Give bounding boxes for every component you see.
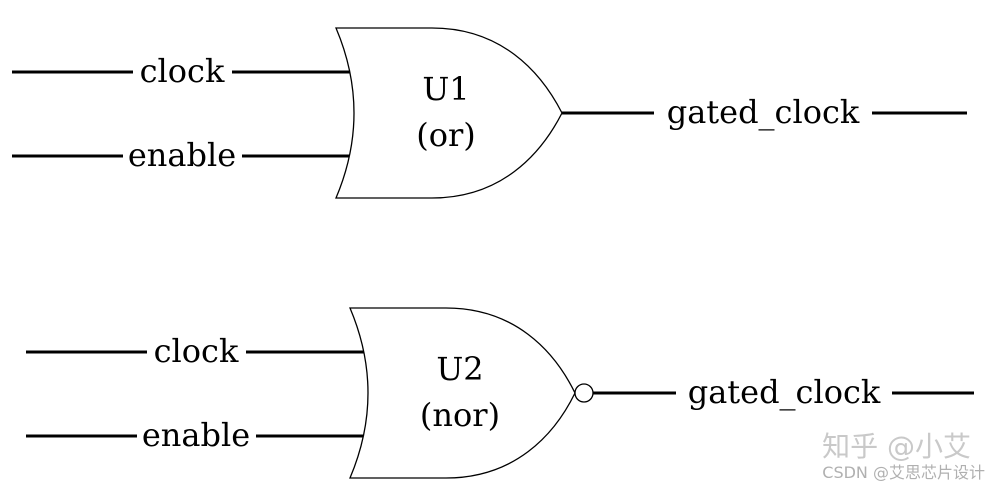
u2-input-clock-label: clock <box>154 332 239 370</box>
u2-gate-type: (nor) <box>420 396 500 434</box>
csdn-watermark: CSDN @艾思芯片设计 <box>822 463 985 482</box>
gate-u1-group: clock enable U1 (or) gated_clock <box>12 27 967 199</box>
u1-or-gate-body <box>335 27 563 199</box>
u1-input-clock-label: clock <box>140 52 225 90</box>
u1-gate-type: (or) <box>416 116 476 154</box>
u2-nor-gate-body <box>349 307 576 479</box>
u1-input-enable-label: enable <box>128 136 236 174</box>
u2-inverter-bubble <box>574 383 594 403</box>
u2-input-enable-label: enable <box>142 416 250 454</box>
zhihu-watermark: 知乎 @小艾 <box>822 430 971 463</box>
u1-gate-name: U1 <box>422 70 469 108</box>
u2-gate-name: U2 <box>436 350 483 388</box>
u1-output-label: gated_clock <box>667 93 860 131</box>
gate-u2-group: clock enable U2 (nor) gated_clock <box>26 307 974 479</box>
u2-output-label: gated_clock <box>688 373 881 411</box>
